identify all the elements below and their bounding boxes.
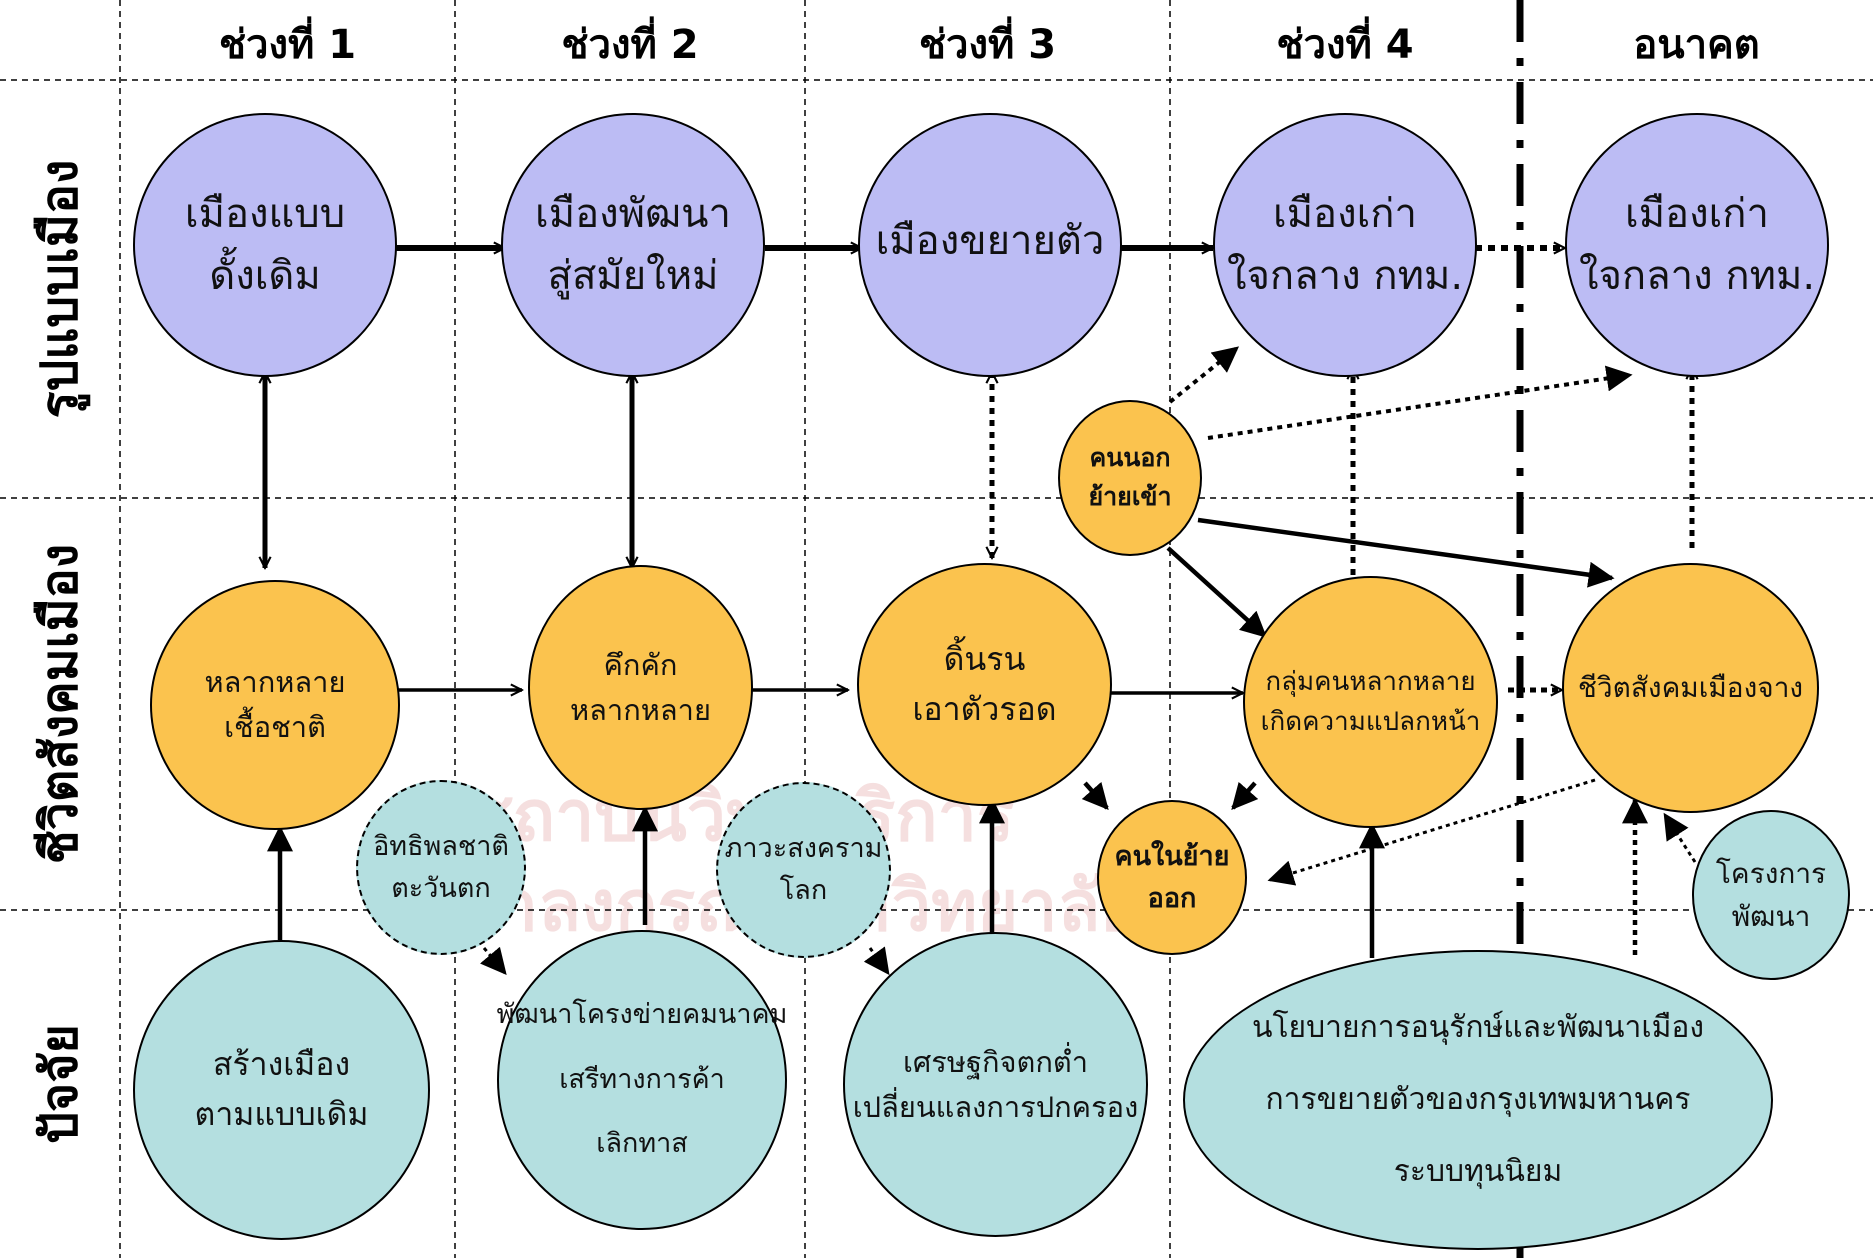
social-node-p3: ดิ้นรน เอาตัวรอด: [857, 563, 1112, 806]
node-text: เมืองแบบ: [184, 191, 346, 237]
node-text: ชีวิตสังคมเมืองจาง: [1577, 671, 1804, 705]
node-text: ออก: [1147, 882, 1197, 914]
node-text: เมืองเก่า: [1625, 191, 1769, 237]
social-node-future: ชีวิตสังคมเมืองจาง: [1562, 563, 1819, 813]
node-text: โลก: [779, 875, 828, 906]
node-text: เมืองเก่า: [1273, 191, 1417, 237]
arrow-in-to-form-future: [1207, 365, 1633, 440]
arrow-western-to-factor2: [479, 946, 507, 975]
node-text: เชื้อชาติ: [224, 710, 326, 744]
row-label-urban-form: รูปแบบเมือง: [30, 159, 89, 419]
header-period-2: ช่วงที่ 2: [561, 22, 699, 68]
node-text: หลากหลาย: [204, 665, 346, 700]
node-text: หลากหลาย: [570, 692, 711, 727]
arrow-in-to-form4: [1168, 346, 1240, 404]
node-text: เสรีทางการค้า: [559, 1063, 725, 1095]
node-text: ตามแบบเดิม: [194, 1095, 369, 1133]
urban-form-node-p2: เมืองพัฒนา สู่สมัยใหม่: [501, 113, 765, 377]
factor-node-p2: พัฒนาโครงข่ายคมนาคม เสรีทางการค้า เลิกทา…: [497, 930, 787, 1230]
node-text: เอาตัวรอด: [912, 689, 1057, 728]
header-period-1: ช่วงที่ 1: [218, 22, 357, 68]
urban-form-node-p3: เมืองขยายตัว: [858, 113, 1122, 377]
node-text: ตะวันตก: [391, 872, 491, 904]
node-text: นโยบายการอนุรักษ์และพัฒนาเมือง: [1251, 1010, 1705, 1045]
arrow-in-to-social4: [1166, 546, 1267, 638]
header-period-4: ช่วงที่ 4: [1276, 22, 1414, 68]
node-text: เมืองพัฒนา: [535, 191, 731, 237]
row-label-factors: ปัจจัย: [30, 1024, 89, 1144]
node-text: สู่สมัยใหม่: [547, 253, 719, 299]
node-text: เมืองขยายตัว: [875, 218, 1105, 264]
factor-node-p3: เศรษฐกิจตกต่ำ เปลี่ยนแลงการปกครอง: [843, 932, 1148, 1237]
social-node-p1: หลากหลาย เชื้อชาติ: [150, 580, 400, 830]
node-text: ระบบทุนนิยม: [1393, 1154, 1563, 1189]
row-label-urban-social-life: ชีวิตสังคมเมือง: [30, 543, 89, 865]
arrow-in-to-social-future: [1197, 517, 1615, 588]
world-war-node: ภาวะสงคราม โลก: [716, 782, 891, 958]
node-text: ใจกลาง กทม.: [1226, 253, 1464, 299]
node-text: กลุ่มคนหลากหลาย: [1265, 666, 1476, 697]
node-text: พัฒนา: [1731, 900, 1811, 933]
urban-form-node-p4: เมืองเก่า ใจกลาง กทม.: [1213, 113, 1477, 377]
factor-node-p4: นโยบายการอนุรักษ์และพัฒนาเมือง การขยายตั…: [1183, 950, 1773, 1250]
node-text: พัฒนาโครงข่ายคมนาคม: [496, 998, 788, 1030]
migrant-in-node: คนนอก ย้ายเข้า: [1058, 400, 1202, 556]
western-influence-node: อิทธิพลชาติ ตะวันตก: [356, 780, 526, 955]
arrow-project-social-future: [1663, 812, 1697, 863]
arrow-war-to-factor3: [863, 946, 890, 976]
arrow-social4-to-out: [1231, 781, 1259, 810]
development-project-node: โครงการ พัฒนา: [1692, 810, 1850, 980]
arrow-social3-to-out: [1081, 781, 1109, 810]
urban-form-node-p1: เมืองแบบ ดั้งเดิม: [133, 113, 397, 377]
node-text: ใจกลาง กทม.: [1578, 253, 1816, 299]
node-text: โครงการ: [1715, 856, 1827, 890]
node-text: การขยายตัวของกรุงเทพมหานคร: [1265, 1082, 1691, 1117]
arrow-future-to-out: [1267, 778, 1596, 886]
header-period-3: ช่วงที่ 3: [918, 22, 1057, 68]
node-text: เลิกทาส: [596, 1128, 688, 1160]
node-text: ดั้งเดิม: [209, 253, 321, 299]
node-text: คนในย้าย: [1114, 840, 1230, 872]
node-text: อิทธิพลชาติ: [373, 830, 509, 862]
migrant-out-node: คนในย้าย ออก: [1097, 800, 1247, 955]
factor-node-p1: สร้างเมือง ตามแบบเดิม: [133, 940, 430, 1240]
node-text: เปลี่ยนแลงการปกครอง: [852, 1089, 1139, 1124]
node-text: ดิ้นรน: [943, 639, 1026, 678]
node-text: เกิดความแปลกหน้า: [1260, 707, 1481, 737]
node-text: ย้ายเข้า: [1088, 482, 1172, 511]
node-text: คนนอก: [1089, 443, 1171, 473]
node-text: สร้างเมือง: [212, 1045, 351, 1084]
node-text: ภาวะสงคราม: [724, 833, 883, 865]
urban-form-node-future: เมืองเก่า ใจกลาง กทม.: [1565, 113, 1829, 377]
social-node-p4: กลุ่มคนหลากหลาย เกิดความแปลกหน้า: [1243, 576, 1498, 828]
header-future: อนาคต: [1633, 22, 1760, 68]
social-node-p2: คึกคัก หลากหลาย: [528, 565, 753, 810]
node-text: เศรษฐกิจตกต่ำ: [902, 1044, 1089, 1079]
node-text: คึกคัก: [603, 647, 678, 682]
